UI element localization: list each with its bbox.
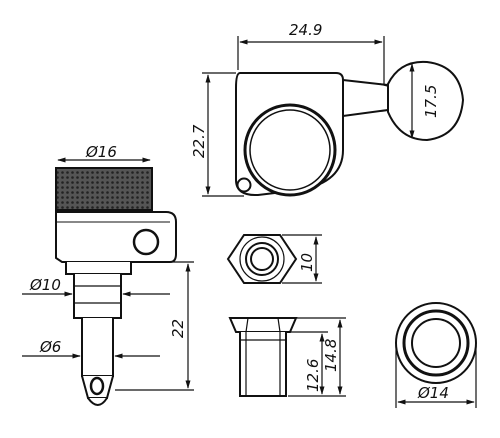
dim-body-height-label: 22.7 bbox=[190, 124, 208, 158]
dim-washer-diameter bbox=[395, 345, 477, 408]
dim-bushing-diameter-label: Ø10 bbox=[29, 276, 61, 294]
dim-washer-outer-label: 14.8 bbox=[322, 339, 340, 372]
mounting-hole bbox=[236, 177, 252, 193]
tuner-body-view bbox=[235, 60, 465, 197]
bushing bbox=[65, 262, 132, 275]
gear-cover-circle bbox=[243, 103, 337, 197]
dim-body-height bbox=[202, 72, 244, 197]
dim-nut-width-label: 10 bbox=[298, 253, 316, 272]
knurled-cap bbox=[55, 167, 153, 211]
dim-post-length-label: 22 bbox=[169, 319, 187, 338]
washer-front-view bbox=[395, 302, 477, 384]
dim-button-height-label: 17.5 bbox=[422, 85, 440, 118]
string-post bbox=[81, 318, 114, 377]
tuner-side-view bbox=[55, 167, 177, 406]
dim-washer-inner-label: 12.6 bbox=[304, 359, 322, 392]
side-screw-hole bbox=[132, 228, 160, 256]
dim-washer-heights bbox=[288, 317, 346, 397]
dim-washer-diameter-label: Ø14 bbox=[417, 384, 449, 402]
dim-overall-width bbox=[237, 36, 385, 84]
dim-cap-diameter-label: Ø16 bbox=[85, 143, 117, 161]
dim-nut-width bbox=[282, 234, 322, 284]
dim-post-length bbox=[115, 261, 194, 391]
dim-post-diameter-label: Ø6 bbox=[39, 338, 61, 356]
hex-nut bbox=[226, 234, 298, 284]
dim-overall-width-label: 24.9 bbox=[289, 21, 322, 39]
string-hole bbox=[89, 376, 105, 396]
bushing-washer-side bbox=[228, 317, 298, 397]
tuner-button bbox=[387, 60, 465, 142]
